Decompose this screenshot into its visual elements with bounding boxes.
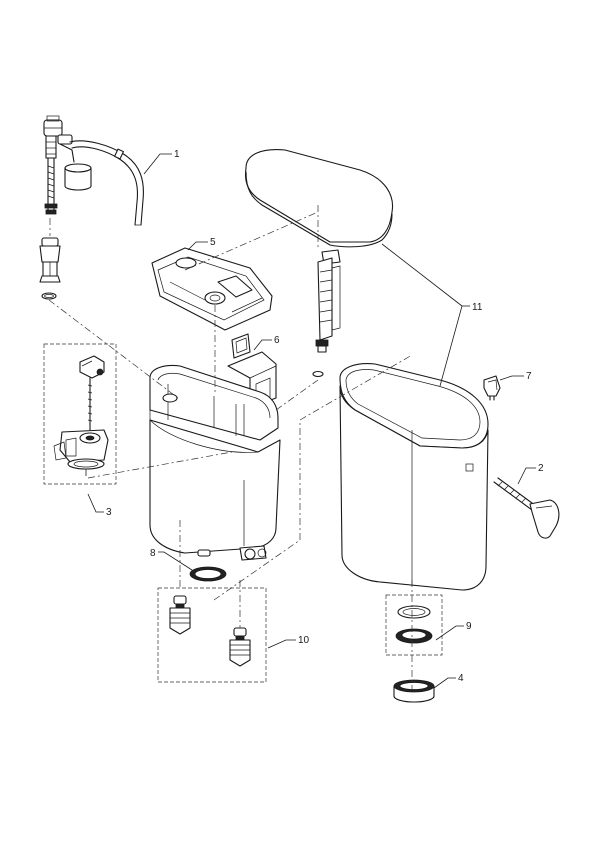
part-7-clip: [483, 375, 501, 401]
cistern-inner-tank: [149, 364, 281, 561]
part-9-seals: [385, 594, 443, 656]
part-4-outlet-ring: [393, 679, 435, 703]
callout-7: 7: [526, 371, 532, 382]
overflow-tube: [312, 249, 341, 378]
callout-10: 10: [298, 635, 310, 646]
part-5-inner-cover: [151, 247, 273, 331]
callout-6: 6: [274, 335, 280, 346]
callout-8: 8: [150, 548, 156, 559]
part-3-flush-valve: [43, 343, 117, 485]
callout-2: 2: [538, 463, 544, 474]
callout-1: 1: [174, 149, 180, 160]
callout-4: 4: [458, 673, 464, 684]
callout-3: 3: [106, 507, 112, 518]
part-10-plungers: [157, 587, 267, 683]
part-8-gasket: [189, 566, 227, 582]
part-11-outer-tank: [339, 363, 489, 591]
part-2-push-button: [493, 477, 560, 539]
part-11-lid: [244, 149, 394, 248]
callout-5: 5: [210, 237, 216, 248]
callout-labels: 1 5 6 11 7 2 3 8 10 9 4: [106, 149, 544, 684]
callout-9: 9: [466, 621, 472, 632]
leader-lines: [87, 153, 536, 689]
part-1-fill-valve: [39, 115, 144, 300]
callout-11: 11: [472, 302, 483, 313]
assembly-centerlines: [48, 205, 413, 690]
